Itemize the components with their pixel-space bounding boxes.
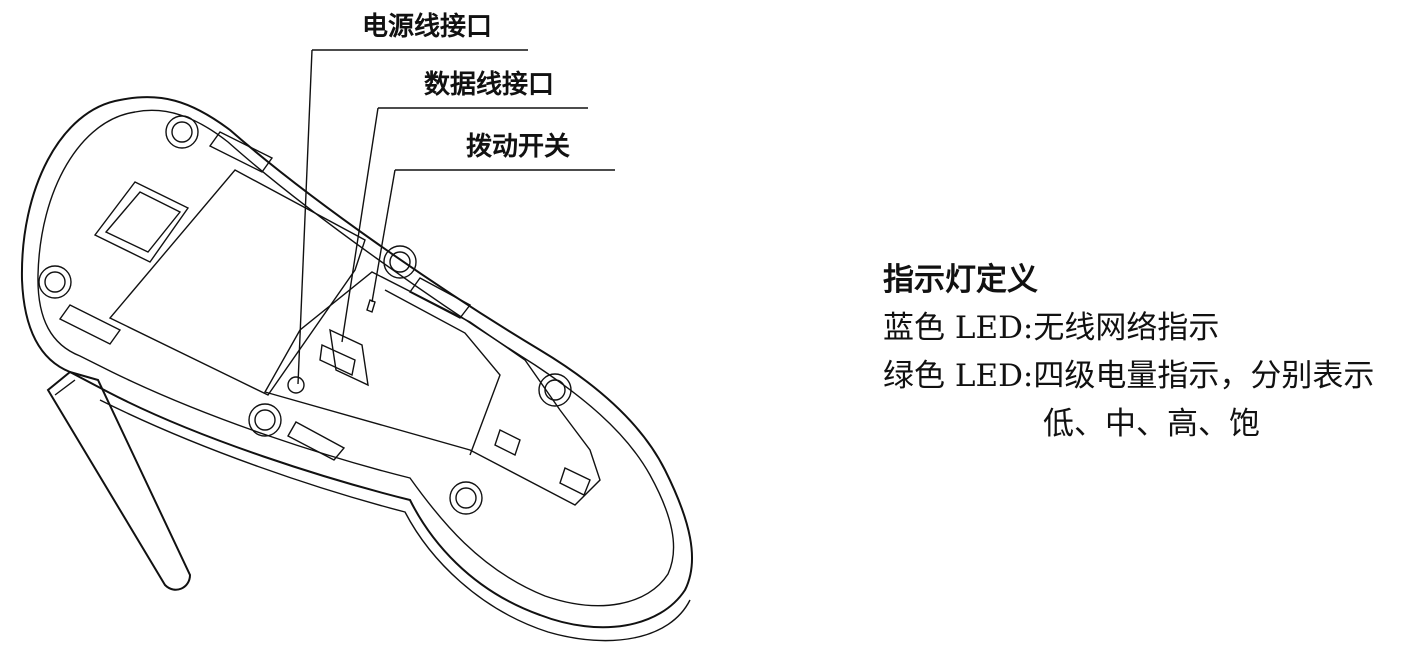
legend-green-key: 绿色 LED: [883, 358, 1034, 394]
legend-green-row: 绿色 LED:四级电量指示，分别表示 [883, 352, 1374, 400]
device-outer-shell [20, 96, 694, 629]
legend-blue-row: 蓝色 LED:无线网络指示 [883, 304, 1374, 352]
device-rim [99, 399, 691, 642]
legend-blue-key: 蓝色 LED: [883, 310, 1034, 346]
legend-blue-value: 无线网络指示 [1033, 310, 1220, 346]
label-recess [108, 169, 366, 396]
led-legend: 指示灯定义 蓝色 LED:无线网络指示 绿色 LED:四级电量指示，分别表示 低… [883, 256, 1374, 448]
legend-green-cont: 低、中、高、饱 [1043, 406, 1260, 442]
power-port-label: 电源线接口 [362, 12, 492, 42]
callout-leaders [297, 49, 615, 385]
screw-holes [38, 115, 572, 515]
connector-bay [263, 271, 601, 506]
small-slot [93, 181, 190, 263]
rubber-feet [58, 131, 472, 461]
legend-green-value: 四级电量指示，分别表示 [1033, 358, 1375, 394]
data-port-label: 数据线接口 [424, 70, 554, 100]
legend-title: 指示灯定义 [883, 262, 1038, 298]
antenna [46, 370, 192, 591]
toggle-switch-label: 拨动开关 [466, 132, 570, 162]
